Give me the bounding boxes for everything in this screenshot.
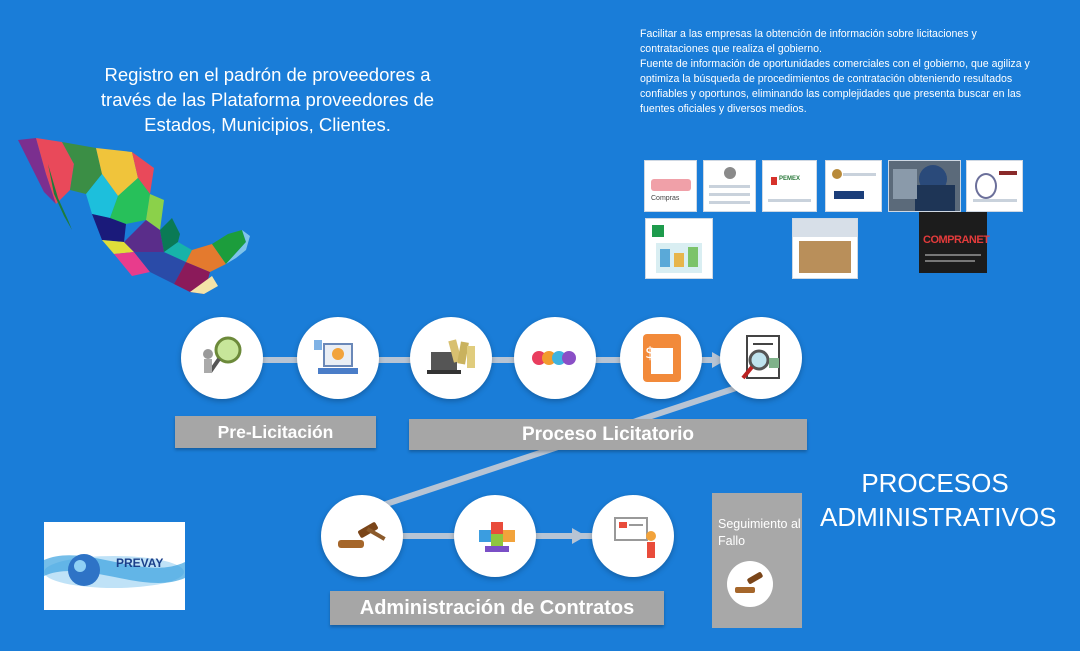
gavel-icon bbox=[338, 522, 386, 548]
compranet-label: COMPRANET bbox=[923, 234, 990, 246]
cost-document-icon: $ bbox=[643, 334, 681, 382]
stage-pre-licitacion[interactable]: Pre-Licitación bbox=[175, 416, 376, 448]
prevay-logo: PREVAY bbox=[44, 522, 185, 610]
puzzle-blocks-icon bbox=[479, 522, 515, 552]
step-budget-icon[interactable]: $ bbox=[620, 317, 702, 399]
globe-swirl-icon bbox=[44, 554, 185, 588]
platform-thumbnail-cdmx[interactable] bbox=[645, 218, 713, 279]
platform-thumbnail-pemex[interactable]: PEMEX bbox=[762, 160, 817, 212]
platform-thumbnail-portal[interactable] bbox=[792, 218, 858, 279]
seguimiento-gavel-icon bbox=[727, 561, 773, 607]
compras-label: Compras bbox=[651, 195, 680, 202]
pemex-label: PEMEX bbox=[779, 176, 801, 182]
platform-thumbnail-gobierno[interactable] bbox=[703, 160, 756, 212]
step-documents-icon[interactable] bbox=[410, 317, 492, 399]
step-review-icon[interactable] bbox=[720, 317, 802, 399]
mexico-map bbox=[18, 138, 250, 294]
platform-thumbnail-municipio[interactable] bbox=[966, 160, 1023, 212]
laptop-documents-icon bbox=[427, 339, 475, 374]
step-search-icon[interactable] bbox=[181, 317, 263, 399]
presentation-board-icon bbox=[614, 517, 656, 558]
step-analysis-icon[interactable] bbox=[297, 317, 379, 399]
section-title: PROCESOS ADMINISTRATIVOS bbox=[820, 468, 1057, 532]
platform-thumbnail-estado[interactable] bbox=[825, 160, 882, 212]
document-magnifier-icon bbox=[741, 335, 780, 380]
description-line-2: Fuente de información de oportunidades c… bbox=[640, 58, 1030, 115]
slide-title: Registro en el padrón de proveedores a t… bbox=[100, 64, 435, 135]
team-puzzle-icon bbox=[532, 351, 576, 365]
logo-text: PREVAY bbox=[116, 556, 164, 570]
stage-administracion-contratos[interactable]: Administración de Contratos bbox=[330, 591, 664, 625]
step-presentation-icon[interactable] bbox=[592, 495, 674, 577]
dashboard-icon bbox=[314, 340, 358, 374]
platform-thumbnail-compranet[interactable]: COMPRANET bbox=[919, 212, 990, 273]
platform-thumbnail-cfe[interactable] bbox=[888, 160, 961, 212]
description-text: Facilitar a las empresas la obtención de… bbox=[640, 27, 1040, 117]
svg-text:$: $ bbox=[645, 343, 655, 362]
description-line-1: Facilitar a las empresas la obtención de… bbox=[640, 28, 977, 55]
magnifier-person-icon bbox=[203, 336, 242, 374]
step-collaboration-icon[interactable] bbox=[514, 317, 596, 399]
step-gavel-icon[interactable] bbox=[321, 495, 403, 577]
step-contract-icon[interactable] bbox=[454, 495, 536, 577]
seguimiento-label: Seguimiento al Fallo bbox=[718, 517, 801, 548]
platform-thumbnail-compras[interactable]: Compras bbox=[644, 160, 697, 212]
stage-proceso-licitatorio[interactable]: Proceso Licitatorio bbox=[409, 419, 807, 450]
